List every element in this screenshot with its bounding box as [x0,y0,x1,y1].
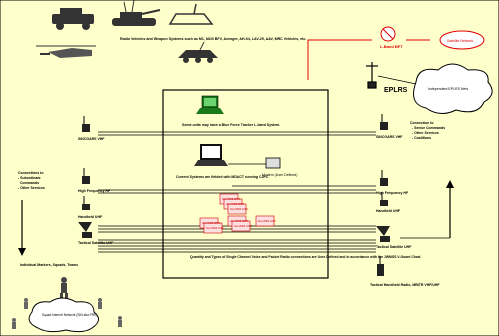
bus-lines [98,131,376,253]
left-handheld-radio-icon [82,196,90,210]
individual-markers-label: Individual Markers, Squads, Teams [20,263,78,267]
mbitr-radio-icon [377,256,384,276]
card-label: Net ANW2 C2PC [230,208,248,211]
right-tacsat-label: Tactical Satellite UHF [376,245,412,249]
right-sincgars-radio-icon [380,114,388,130]
right-connections-title: Connection to [410,121,434,125]
config-card [227,203,247,215]
quantity-note: Quantity and Types of Single Channel Voi… [190,255,421,259]
card-label: Net ANW2 C2PC [234,225,252,228]
soldier-icon [12,318,16,329]
config-card [203,222,223,234]
central-system-box [162,89,329,279]
soldier-icon [60,277,68,300]
blue-force-terminal-icon [196,95,224,114]
soldier-icon [118,316,122,327]
left-connections-item: Commands [20,181,39,185]
config-card [255,215,275,227]
tank-icon [112,0,161,26]
card-label: Net ANW2 C2PC [230,220,248,223]
left-handheld-label: Handheld UHF [78,215,103,219]
left-connections-title: Connections to [18,171,43,175]
left-hf-radio-icon [82,168,90,184]
eplrs-cloud-label: Independent EPLRS Nets [428,87,468,91]
right-hf-radio-icon [380,170,388,186]
right-tacsat-radio-icon [376,226,390,242]
right-connections-item: - Senior Commands [412,126,445,130]
modem-label: Modem (User Defined) [262,173,297,177]
left-tacsat-radio-icon [78,222,92,238]
satellite-cloud-label: Satellite Network [447,39,474,43]
card-label: Net ANW2 C2PC [206,227,224,230]
lav-vehicle-icon [178,41,218,63]
config-card [231,220,251,232]
card-label: Net ANW2 C2PC [258,220,276,223]
helicopter-icon [36,45,96,58]
right-sincgars-label: SINCGARS VHF [376,135,403,139]
right-handheld-radio-icon [380,192,388,206]
humvee-icon [52,8,94,30]
current-systems-label: Current Systems are fielded with MDACT r… [176,175,269,179]
right-connections-item: - Coalitions [412,136,431,140]
modem-icon [265,157,281,169]
satellite-cloud: Satellite Network [439,30,485,50]
lband-label: L-Band BFT [380,44,403,49]
squad-cloud: Squad Internet Network (SIN aka PRR) [28,297,99,333]
eplrs-cloud: Independent EPLRS Nets [413,63,493,114]
eplrs-to-cloud-link [377,75,417,85]
blue-force-label: Some units may have a Blue Force Tracker… [182,123,280,127]
amphibious-vehicle-icon [168,3,214,25]
lband-terminal-icon [380,26,396,42]
left-hf-label: High Frequency HF [78,189,111,193]
left-connections-item: - Subordinate [18,176,41,180]
squad-cloud-label: Squad Internet Network (SIN aka PRR) [42,313,97,317]
right-arrow-head [446,180,454,188]
left-connections-item: - Other Services [18,186,45,190]
right-handheld-label: Handheld UHF [376,209,401,213]
card-label: Net ANW2 C2PC [226,203,244,206]
lband-link [307,39,430,80]
laptop-icon [194,144,228,166]
card-label: Net ANW2 C2PC [222,198,240,201]
card-stack-lower: Net ANW2 C2PC Net ANW2 C2PC Net ANW2 C2P… [199,215,276,234]
eplrs-antenna-icon [366,62,378,89]
mbitr-label: Tactical Handheld Radio, MBITR VHF/UHF [370,283,440,287]
left-arrow-head [18,248,26,256]
eplrs-label: EPLRS [384,87,408,94]
card-label: Net ANW2 C2PC [202,222,220,225]
left-sincgars-radio-icon [82,116,90,132]
soldier-icon [24,298,28,309]
soldier-icon [98,298,102,309]
left-sincgars-label: SINCGARS VHF [78,137,105,141]
right-hf-label: High Frequency HF [376,191,409,195]
left-tacsat-label: Tactical Satellite UHF [78,241,114,245]
card-stack-upper: Net ANW2 C2PC Net ANW2 C2PC Net ANW2 C2P… [219,193,248,215]
right-connections-item: - Other Services [412,131,439,135]
radio-vehicles-label: Radio Vehicles and Weapon Systems such a… [120,37,306,41]
